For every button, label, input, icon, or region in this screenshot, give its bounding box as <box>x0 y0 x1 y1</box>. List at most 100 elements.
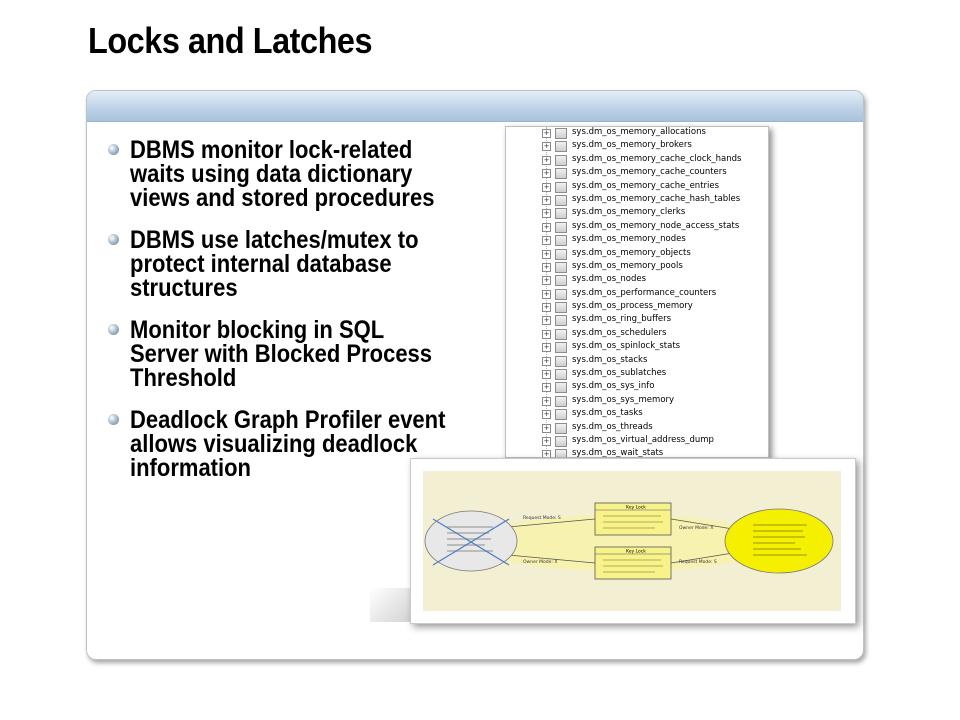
bullet-icon <box>108 414 119 425</box>
edge-line <box>507 518 596 528</box>
expand-icon[interactable]: + <box>542 396 551 406</box>
view-icon <box>555 275 567 287</box>
view-icon <box>555 235 567 247</box>
expand-icon[interactable]: + <box>542 262 551 272</box>
tree-item[interactable]: +sys.dm_os_tasks <box>506 408 768 421</box>
bullet-icon <box>108 144 119 155</box>
expand-icon[interactable]: + <box>542 236 551 246</box>
tree-item[interactable]: + sys.dm_os_wait_stats <box>506 448 768 458</box>
expand-icon[interactable]: + <box>542 155 551 165</box>
tree-item[interactable]: +sys.dm_os_ring_buffers <box>506 314 768 327</box>
key-lock-node-1 <box>594 502 672 536</box>
expand-icon[interactable]: + <box>542 195 551 205</box>
tree-item-label: sys.dm_os_memory_objects <box>572 247 691 258</box>
view-icon <box>555 435 567 447</box>
edge-line <box>670 518 734 530</box>
expand-icon[interactable]: + <box>542 423 551 433</box>
tree-item-label: sys.dm_os_memory_cache_clock_hands <box>572 153 742 164</box>
tree-item-label: sys.dm_os_nodes <box>572 274 647 285</box>
tree-item[interactable]: + sys.dm_os_memory_allocations <box>506 127 768 140</box>
tree-item[interactable]: +sys.dm_os_performance_counters <box>506 288 768 301</box>
bullet-item: Deadlock Graph Profiler event allows vis… <box>108 408 448 481</box>
key-lock-node-2 <box>594 546 672 580</box>
tree-item-label: sys.dm_os_memory_brokers <box>572 140 692 151</box>
expand-icon[interactable]: + <box>542 303 551 313</box>
tree-item-label: sys.dm_os_process_memory <box>572 301 693 312</box>
view-icon <box>555 409 567 421</box>
key-lock-title: Key Lock <box>626 549 646 555</box>
expand-icon[interactable]: + <box>542 182 551 192</box>
tree-item[interactable]: + sys.dm_os_memory_objects <box>506 248 768 261</box>
edge-label-request: Request Mode: S <box>679 559 717 565</box>
view-icon <box>555 342 567 354</box>
expand-icon[interactable]: + <box>542 343 551 353</box>
bullet-item: DBMS use latches/mutex to protect intern… <box>108 228 448 301</box>
view-icon <box>555 449 567 457</box>
process-text-lines <box>753 524 807 556</box>
tree-item[interactable]: +sys.dm_os_memory_cache_hash_tables <box>506 194 768 207</box>
expand-icon[interactable]: + <box>542 316 551 326</box>
winner-process-node <box>724 508 834 574</box>
bullet-item: DBMS monitor lock-related waits using da… <box>108 138 448 211</box>
tree-item[interactable]: +sys.dm_os_schedulers <box>506 328 768 341</box>
tree-item-label: sys.dm_os_memory_allocations <box>572 127 706 137</box>
tree-item[interactable]: +sys.dm_os_stacks <box>506 355 768 368</box>
highlight-band <box>473 515 773 571</box>
expand-icon[interactable]: + <box>542 276 551 286</box>
expand-icon[interactable]: + <box>542 209 551 219</box>
view-icon <box>555 194 567 206</box>
tree-item[interactable]: +sys.dm_os_memory_nodes <box>506 234 768 247</box>
tree-item[interactable]: +sys.dm_os_sys_memory <box>506 395 768 408</box>
tree-item[interactable]: + sys.dm_os_spinlock_stats <box>506 341 768 354</box>
edge-line <box>670 552 734 564</box>
tree-item[interactable]: +sys.dm_os_sys_info <box>506 381 768 394</box>
tree-item-label: sys.dm_os_virtual_address_dump <box>572 434 714 445</box>
tree-item[interactable]: + sys.dm_os_threads <box>506 422 768 435</box>
expand-icon[interactable]: + <box>542 169 551 179</box>
tree-item[interactable]: +sys.dm_os_sublatches <box>506 368 768 381</box>
tree-item[interactable]: +sys.dm_os_memory_cache_entries <box>506 181 768 194</box>
tree-item-label: sys.dm_os_wait_stats <box>572 448 664 458</box>
tree-item[interactable]: + sys.dm_os_virtual_address_dump <box>506 435 768 448</box>
expand-icon[interactable]: + <box>542 383 551 393</box>
tree-item[interactable]: + sys.dm_os_memory_brokers <box>506 140 768 153</box>
expand-icon[interactable]: + <box>542 129 551 138</box>
tree-item[interactable]: +sys.dm_os_memory_cache_counters <box>506 167 768 180</box>
deadlock-graph-canvas: Request Mode: S Owner Mode: X Owner Mode… <box>423 471 841 611</box>
view-icon <box>555 154 567 166</box>
expand-icon[interactable]: + <box>542 222 551 232</box>
expand-icon[interactable]: + <box>542 356 551 366</box>
edge-label-request: Request Mode: S <box>523 515 561 521</box>
tree-item[interactable]: + sys.dm_os_memory_cache_clock_hands <box>506 154 768 167</box>
edge-line <box>507 554 596 564</box>
deadlock-graph-frame: Request Mode: S Owner Mode: X Owner Mode… <box>410 458 856 624</box>
expand-icon[interactable]: + <box>542 289 551 299</box>
expand-icon[interactable]: + <box>542 410 551 420</box>
tree-item[interactable]: + sys.dm_os_process_memory <box>506 301 768 314</box>
tree-item-label: sys.dm_os_memory_clerks <box>572 207 686 218</box>
deadlock-graph-svg: Request Mode: S Owner Mode: X Owner Mode… <box>424 502 834 580</box>
tree-item[interactable]: + sys.dm_os_memory_clerks <box>506 207 768 220</box>
object-explorer-tree[interactable]: +sys.dm_os_memory_allocations+sys.dm_os_… <box>505 126 769 458</box>
view-icon <box>555 369 567 381</box>
victim-cross-icon <box>432 518 510 566</box>
bullet-item: Monitor blocking in SQL Server with Bloc… <box>108 318 448 391</box>
tree-item-label: sys.dm_os_spinlock_stats <box>572 341 681 352</box>
expand-icon[interactable]: + <box>542 142 551 152</box>
bullet-icon <box>108 234 119 245</box>
tree-item[interactable]: + sys.dm_os_nodes <box>506 274 768 287</box>
expand-icon[interactable]: + <box>542 249 551 259</box>
key-lock-title: Key Lock <box>626 505 646 511</box>
expand-icon[interactable]: + <box>542 329 551 339</box>
tree-item-label: sys.dm_os_memory_node_access_stats <box>572 220 740 231</box>
view-icon <box>555 355 567 367</box>
panel-header-bar <box>87 91 863 122</box>
edge-label-owner: Owner Mode: X <box>523 559 557 565</box>
expand-icon[interactable]: + <box>542 450 551 458</box>
expand-icon[interactable]: + <box>542 370 551 380</box>
tree-item-label: sys.dm_os_threads <box>572 421 653 432</box>
expand-icon[interactable]: + <box>542 436 551 446</box>
tree-item-label: sys.dm_os_memory_pools <box>572 260 683 271</box>
tree-item[interactable]: + sys.dm_os_memory_node_access_stats <box>506 221 768 234</box>
tree-item[interactable]: + sys.dm_os_memory_pools <box>506 261 768 274</box>
